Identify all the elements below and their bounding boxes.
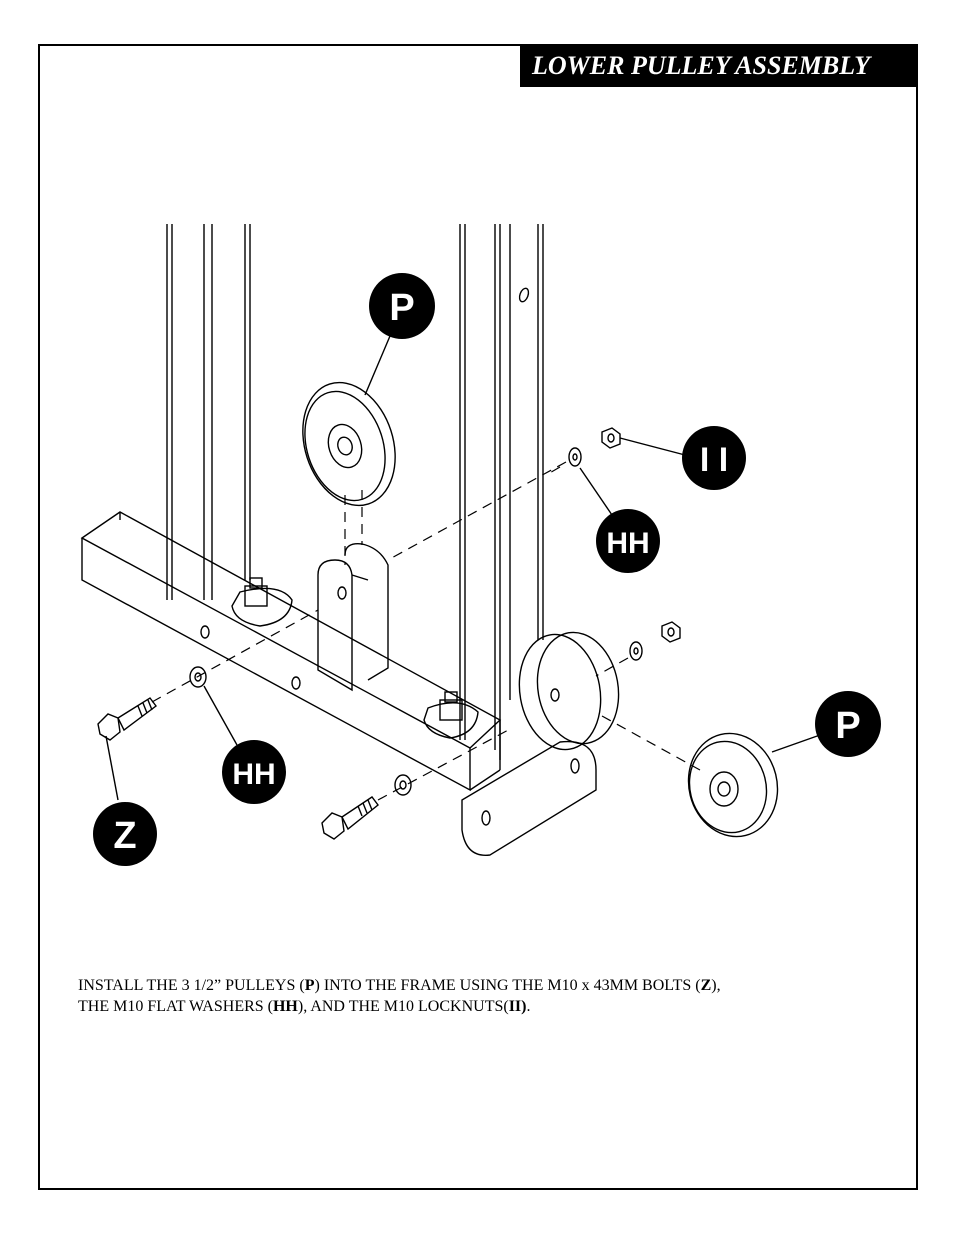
leader-lines bbox=[105, 335, 821, 801]
callout-p-right: P bbox=[815, 691, 881, 757]
svg-text:HH: HH bbox=[232, 758, 275, 791]
callout-p-top: P bbox=[369, 273, 435, 339]
bolt-center bbox=[321, 796, 379, 840]
nut-upper bbox=[601, 427, 621, 449]
washer-left bbox=[189, 666, 207, 688]
washer-upper bbox=[568, 447, 582, 467]
callout-hh-left: HH bbox=[222, 740, 286, 804]
callout-hh-right: HH bbox=[596, 509, 660, 573]
center-bracket bbox=[317, 543, 389, 692]
guide-lines bbox=[151, 461, 701, 801]
callout-ii: I I bbox=[682, 426, 746, 490]
washer-lower bbox=[629, 641, 643, 661]
instructions: INSTALL THE 3 1/2” PULLEYS (P) INTO THE … bbox=[78, 975, 898, 1017]
top-pulley-P bbox=[302, 381, 396, 507]
mounted-pulley bbox=[518, 631, 620, 751]
left-mount-nut bbox=[231, 577, 293, 627]
svg-text:P: P bbox=[389, 287, 414, 329]
callout-z: Z bbox=[93, 802, 157, 866]
right-upright bbox=[459, 224, 544, 760]
base-tube bbox=[80, 511, 502, 792]
page-title: LOWER PULLEY ASSEMBLY bbox=[520, 44, 918, 87]
svg-text:HH: HH bbox=[606, 527, 649, 560]
washer-center bbox=[394, 774, 412, 796]
svg-text:Z: Z bbox=[113, 815, 136, 857]
left-upright bbox=[166, 224, 251, 600]
instructions-line-1: INSTALL THE 3 1/2” PULLEYS (P) INTO THE … bbox=[78, 977, 721, 994]
nut-lower bbox=[661, 621, 681, 643]
bolt-left bbox=[97, 697, 157, 741]
page-frame bbox=[38, 44, 918, 1190]
instructions-line-2: THE M10 FLAT WASHERS (HH), AND THE M10 L… bbox=[78, 998, 531, 1015]
svg-text:I I: I I bbox=[700, 441, 728, 479]
end-plate bbox=[461, 740, 597, 856]
svg-text:P: P bbox=[835, 705, 860, 747]
right-mount-nut bbox=[423, 691, 479, 739]
right-pulley-P bbox=[687, 732, 779, 838]
